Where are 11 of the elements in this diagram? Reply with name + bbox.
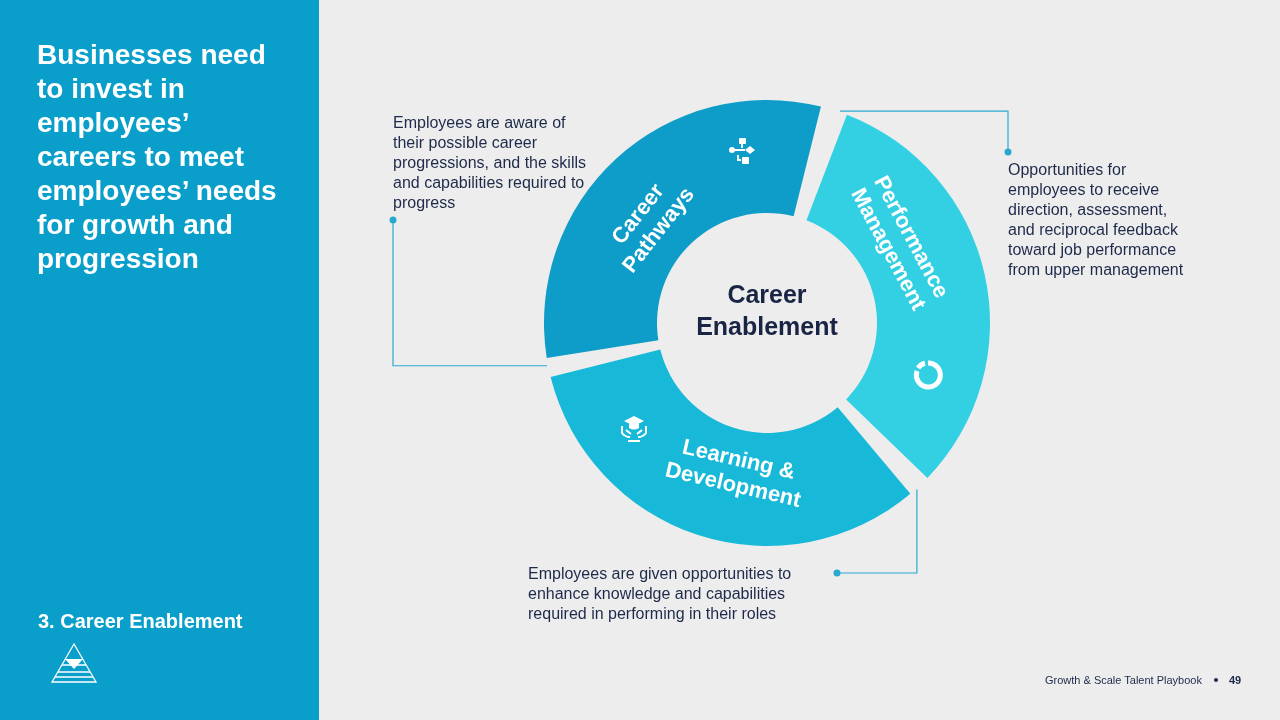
center-label: Career Enablement xyxy=(672,278,862,342)
leader-line xyxy=(839,110,1012,156)
slide-title: Businesses need to invest in employees’ careers to meet employees’ needs for growth and progression xyxy=(37,38,278,276)
section-label: 3. Career Enablement xyxy=(38,610,243,633)
leader-line xyxy=(389,216,548,367)
footer-text: Growth & Scale Talent Playbook xyxy=(1045,674,1202,686)
description-text: Employees are aware of their possible career progressions, and the skills and capabilities required to progress xyxy=(393,113,593,213)
page-number: 49 xyxy=(1229,674,1242,686)
description-text: Opportunities for employees to receive direction, assessment, and reciprocal feedback toward job performance from upper management xyxy=(1008,160,1193,280)
leader-line xyxy=(833,488,918,577)
description-text: Employees are given opportunities to enhance knowledge and capabilities required in performing in their roles xyxy=(528,564,833,624)
